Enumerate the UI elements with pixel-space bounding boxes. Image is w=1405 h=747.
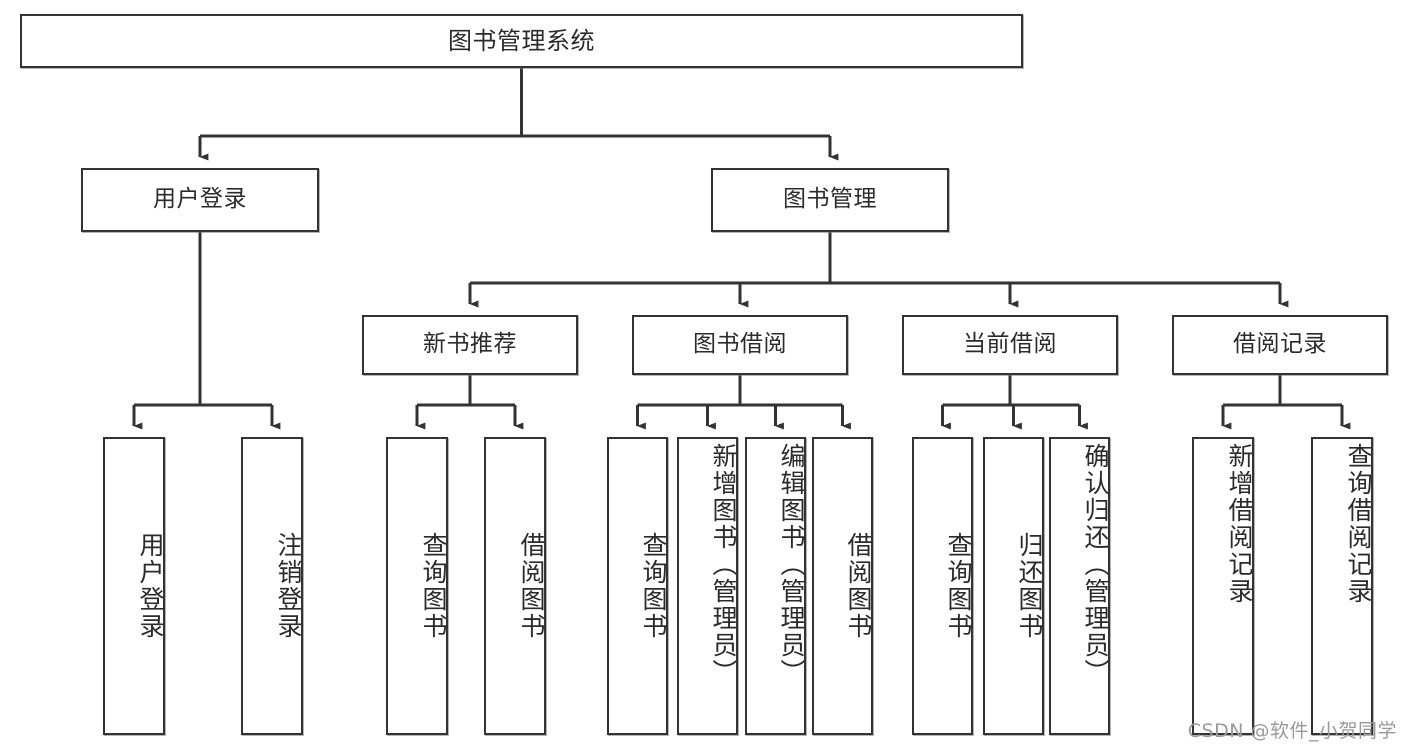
- node-label: 新书推荐: [423, 331, 517, 358]
- node-label: 查询图书: [639, 532, 668, 640]
- node-label: 查询图书: [419, 532, 448, 640]
- node-new-book-rec[interactable]: 新书推荐: [362, 315, 578, 375]
- node-label: 注销登录: [274, 532, 303, 640]
- node-leaf-edit-book[interactable]: 编辑图书（管理员）: [745, 437, 806, 735]
- node-label: 借阅记录: [1233, 331, 1327, 358]
- node-user-login[interactable]: 用户登录: [81, 168, 319, 232]
- node-label: 图书管理系统: [448, 26, 595, 55]
- node-label: 确认归还（管理员）: [1081, 443, 1110, 686]
- node-borrow-record[interactable]: 借阅记录: [1172, 315, 1388, 375]
- node-leaf-query-book-borrow[interactable]: 查询图书: [607, 437, 668, 735]
- node-label: 查询图书: [944, 532, 973, 640]
- node-leaf-add-book[interactable]: 新增图书（管理员）: [677, 437, 738, 735]
- node-leaf-query-book-rec[interactable]: 查询图书: [386, 437, 448, 735]
- node-leaf-return-book[interactable]: 归还图书: [983, 437, 1044, 735]
- node-current-borrow[interactable]: 当前借阅: [902, 315, 1118, 375]
- node-label: 新增借阅记录: [1225, 443, 1254, 605]
- node-leaf-borrow-book-rec[interactable]: 借阅图书: [484, 437, 546, 735]
- node-leaf-user-login[interactable]: 用户登录: [103, 437, 165, 735]
- node-root[interactable]: 图书管理系统: [20, 14, 1023, 68]
- node-label: 用户登录: [136, 532, 165, 640]
- node-leaf-logout[interactable]: 注销登录: [241, 437, 303, 735]
- node-leaf-add-record[interactable]: 新增借阅记录: [1192, 437, 1254, 735]
- node-label: 查询借阅记录: [1344, 443, 1373, 605]
- node-label: 当前借阅: [963, 331, 1057, 358]
- node-label: 归还图书: [1015, 532, 1044, 640]
- node-leaf-confirm-return[interactable]: 确认归还（管理员）: [1049, 437, 1110, 735]
- node-label: 图书借阅: [693, 331, 787, 358]
- csdn-watermark: CSDN @软件_小贺同学: [1187, 720, 1397, 742]
- node-label: 借阅图书: [844, 532, 873, 640]
- node-label: 编辑图书（管理员）: [777, 443, 806, 686]
- node-leaf-query-book-current[interactable]: 查询图书: [912, 437, 973, 735]
- node-book-manage[interactable]: 图书管理: [711, 168, 949, 232]
- node-leaf-query-record[interactable]: 查询借阅记录: [1311, 437, 1373, 735]
- node-label: 借阅图书: [517, 532, 546, 640]
- node-label: 用户登录: [153, 186, 247, 213]
- node-leaf-borrow-book[interactable]: 借阅图书: [812, 437, 873, 735]
- node-book-borrow[interactable]: 图书借阅: [632, 315, 848, 375]
- node-label: 新增图书（管理员）: [709, 443, 738, 686]
- node-label: 图书管理: [783, 186, 877, 213]
